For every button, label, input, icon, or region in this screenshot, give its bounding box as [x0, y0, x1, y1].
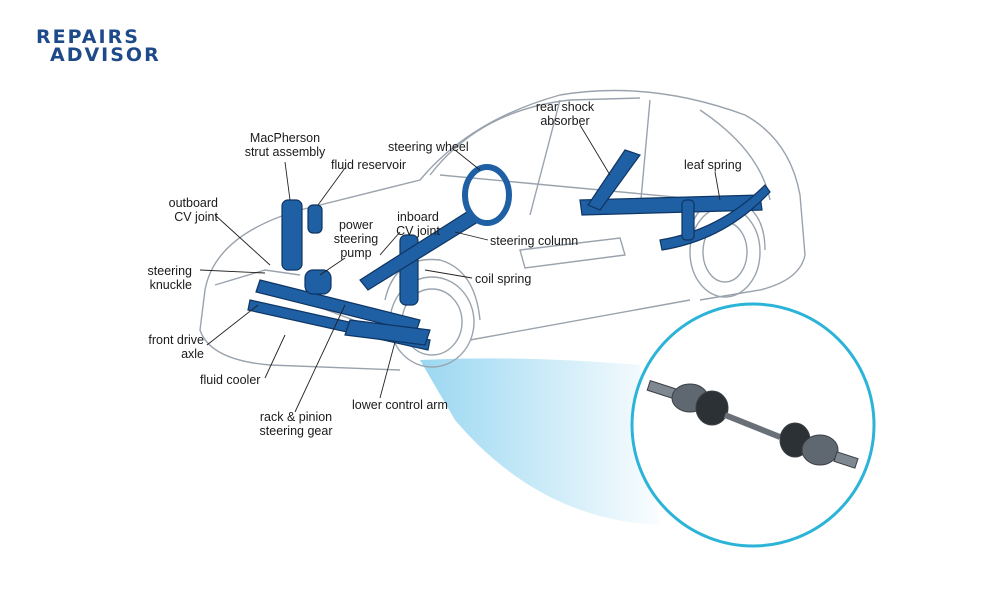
fluid-reservoir-part — [307, 204, 323, 234]
label-leaf-spring: leaf spring — [684, 158, 742, 172]
label-lower-control-arm: lower control arm — [352, 398, 448, 412]
cv-axle-closeup — [646, 379, 859, 469]
label-rear-shock-absorber: rear shock absorber — [530, 100, 600, 128]
logo-line-1: REPAIRS — [36, 26, 140, 48]
rear-shock-part — [587, 149, 641, 211]
label-text: absorber — [540, 114, 590, 128]
label-text: outboard — [168, 196, 218, 210]
label-text: steering — [333, 232, 379, 246]
zoom-beam — [420, 358, 660, 525]
label-text: CV joint — [396, 224, 440, 238]
label-text: steering gear — [259, 424, 333, 438]
label-steering-wheel: steering wheel — [388, 140, 469, 154]
label-steering-knuckle: steering knuckle — [130, 264, 192, 292]
label-text: MacPherson — [249, 131, 321, 145]
power-steering-pump-part — [304, 269, 332, 295]
label-text: CV joint — [174, 210, 218, 224]
label-text: axle — [181, 347, 204, 361]
label-macpherson-strut: MacPherson strut assembly — [240, 131, 330, 159]
label-text: front drive — [148, 333, 204, 347]
steering-wheel-part — [462, 164, 512, 226]
logo-line-2: ADVISOR — [50, 44, 161, 66]
label-steering-column: steering column — [490, 234, 579, 248]
label-text: knuckle — [149, 278, 192, 292]
rear-shock-2-part — [681, 199, 695, 241]
label-coil-spring: coil spring — [475, 272, 532, 286]
label-front-drive-axle: front drive axle — [130, 333, 204, 361]
label-text: pump — [340, 246, 372, 260]
label-text: rear shock — [535, 100, 595, 114]
suspension-parts — [247, 149, 771, 351]
label-text: power — [338, 218, 374, 232]
label-inboard-cv-joint: inboard CV joint — [388, 210, 448, 238]
lower-arm-part — [344, 319, 431, 346]
repairs-advisor-logo: REPAIRS ADVISOR — [36, 28, 166, 68]
leader-lines — [199, 124, 721, 413]
rear-axle-part — [579, 194, 763, 216]
label-text: inboard — [397, 210, 439, 224]
label-text: rack & pinion — [259, 410, 333, 424]
label-text: steering — [147, 264, 192, 278]
label-fluid-reservoir: fluid reservoir — [331, 158, 407, 172]
label-text: strut assembly — [244, 145, 326, 159]
label-outboard-cv-joint: outboard CV joint — [150, 196, 218, 224]
front-strut-left — [281, 199, 303, 271]
label-rack-pinion-steering-gear: rack & pinion steering gear — [250, 410, 342, 438]
label-power-steering-pump: power steering pump — [326, 218, 386, 260]
label-fluid-cooler: fluid cooler — [200, 373, 261, 387]
